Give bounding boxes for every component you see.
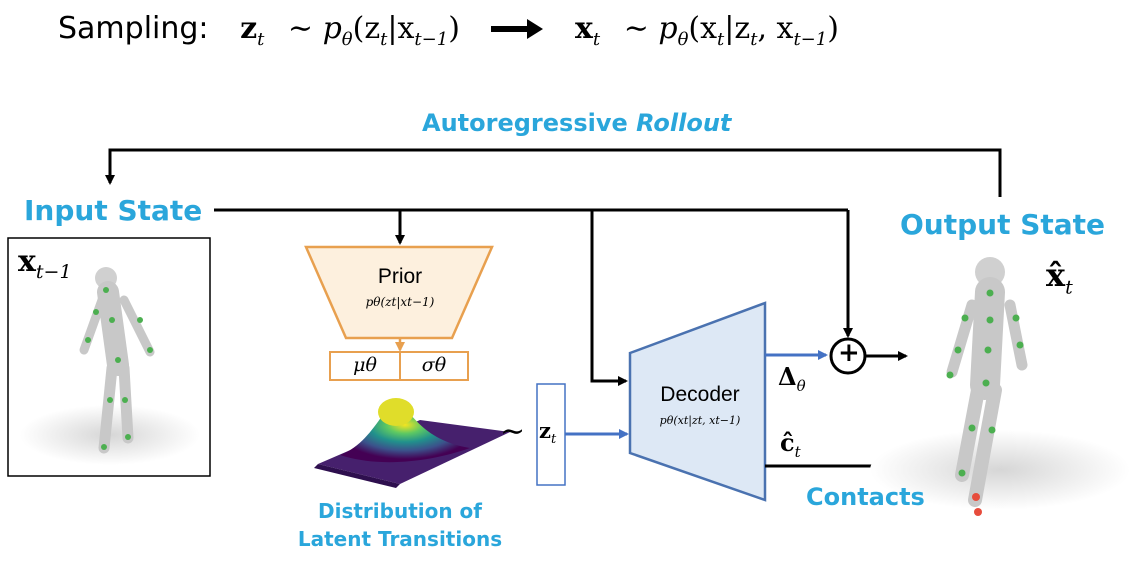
z-label: zt <box>539 418 557 448</box>
output-state-label: Output State <box>900 208 1106 241</box>
mu-label: μθ <box>353 354 377 376</box>
rollout-arrow <box>105 148 1002 197</box>
input-state-label: Input State <box>24 194 203 227</box>
sampling-prefix: Sampling: <box>58 11 209 46</box>
distribution-label: Distribution of Latent Transitions <box>297 499 503 551</box>
z-sample: zt <box>240 11 265 50</box>
z-box <box>536 383 566 486</box>
gaussian-surface-icon <box>314 398 510 488</box>
sum-node <box>829 337 867 375</box>
output-character-icon <box>946 257 1028 507</box>
input-x-label: xt−1 <box>18 244 72 283</box>
sampling-equation: Sampling: zt ∼ pθ(zt|xt−1) xt ∼ pθ(xt|zt… <box>58 6 839 56</box>
decoder-distribution: ∼ pθ(xt|zt, xt−1) <box>623 11 839 50</box>
arrow-to-decoder <box>590 210 628 386</box>
contacts-label: Contacts <box>806 483 925 511</box>
mu-box <box>329 351 401 381</box>
sigma-box <box>399 351 469 381</box>
decoder-title: Decoder <box>660 383 740 406</box>
thick-arrow-icon <box>491 7 544 53</box>
tilde-symbol: ∼ <box>500 414 526 449</box>
output-x-label: x̂t <box>1046 256 1073 299</box>
x-sample: xt <box>575 11 601 50</box>
decoder-formula: pθ(xt|zt, xt−1) <box>659 414 741 427</box>
delta-label: Δθ <box>778 362 806 395</box>
plus-label: + <box>838 338 860 368</box>
sigma-label: σθ <box>421 354 447 376</box>
c-hat-label: ĉt <box>780 428 801 461</box>
prior-title: Prior <box>377 265 423 288</box>
rollout-label: Autoregressive Rollout <box>422 109 732 137</box>
decoder-block <box>628 301 767 502</box>
prior-formula: pθ(zt|xt−1) <box>365 295 435 309</box>
prior-distribution: ∼ pθ(zt|xt−1) <box>287 11 460 50</box>
prior-block <box>304 245 494 340</box>
